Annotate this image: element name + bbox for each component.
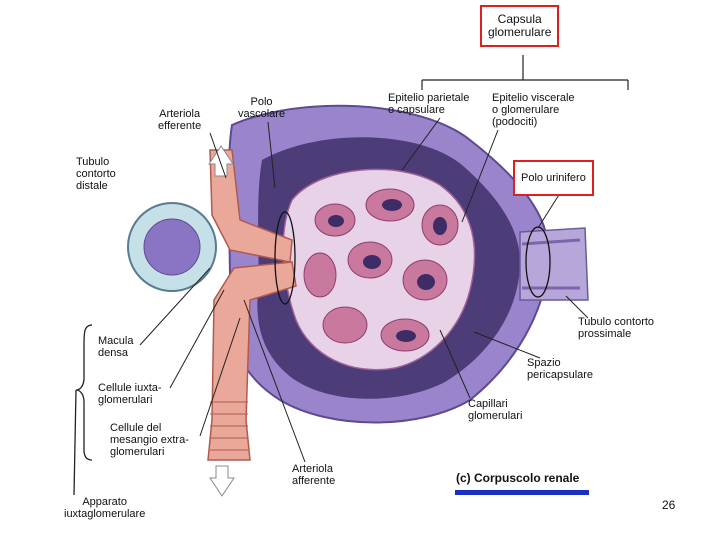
top-bracket	[421, 55, 629, 90]
label-capsula-glomerulare: Capsula glomerulare	[480, 5, 560, 47]
label-spazio-pericapsulare: Spazio pericapsulare	[527, 357, 594, 381]
capillary-lumens	[328, 199, 447, 342]
efferent-arteriole	[209, 149, 293, 263]
vascular-pole-ring	[274, 211, 296, 305]
figure-caption: (c) Corpuscolo renale	[456, 471, 580, 485]
afferent-arteriole	[207, 261, 297, 461]
juxtaglomerular-brace	[75, 324, 93, 461]
label-polo-vascolare: Polo vascolare	[238, 96, 286, 120]
label-tubulo-distale: Tubulo contorto distale	[76, 156, 116, 192]
label-cellule-mesangio: Cellule del mesangio extra- glomerulari	[110, 422, 189, 458]
page-number: 26	[662, 498, 676, 512]
afferent-arteriole-rings	[210, 401, 248, 451]
distal-tubule-lumen	[143, 218, 201, 276]
label-polo-urinifero: Polo urinifero	[513, 160, 594, 196]
proximal-tubule	[519, 227, 589, 301]
label-apparato: Apparato iuxtaglomerulare	[64, 496, 146, 520]
afferent-arrow	[209, 465, 235, 497]
proximal-tubule-brush-border	[521, 238, 581, 290]
label-capillari: Capillari glomerulari	[468, 398, 523, 422]
label-cellule-iuxta: Cellule iuxta- glomerulari	[98, 382, 162, 406]
leader-lines	[139, 117, 589, 463]
label-epitelio-parietale: Epitelio parietale o capsulare	[388, 92, 470, 116]
label-tubulo-prossimale: Tubulo contorto prossimale	[578, 316, 655, 340]
apparato-bracket-stem	[73, 389, 77, 496]
label-arteriola-afferente: Arteriola afferente	[292, 463, 336, 487]
label-macula-densa: Macula densa	[98, 335, 134, 359]
caption-underline	[455, 490, 589, 495]
label-epitelio-viscerale: Epitelio viscerale o glomerulare (podoci…	[492, 92, 575, 128]
efferent-arrow	[208, 145, 234, 177]
label-arteriola-efferente: Arteriola efferente	[158, 108, 202, 132]
urinary-pole-ring	[525, 226, 551, 298]
